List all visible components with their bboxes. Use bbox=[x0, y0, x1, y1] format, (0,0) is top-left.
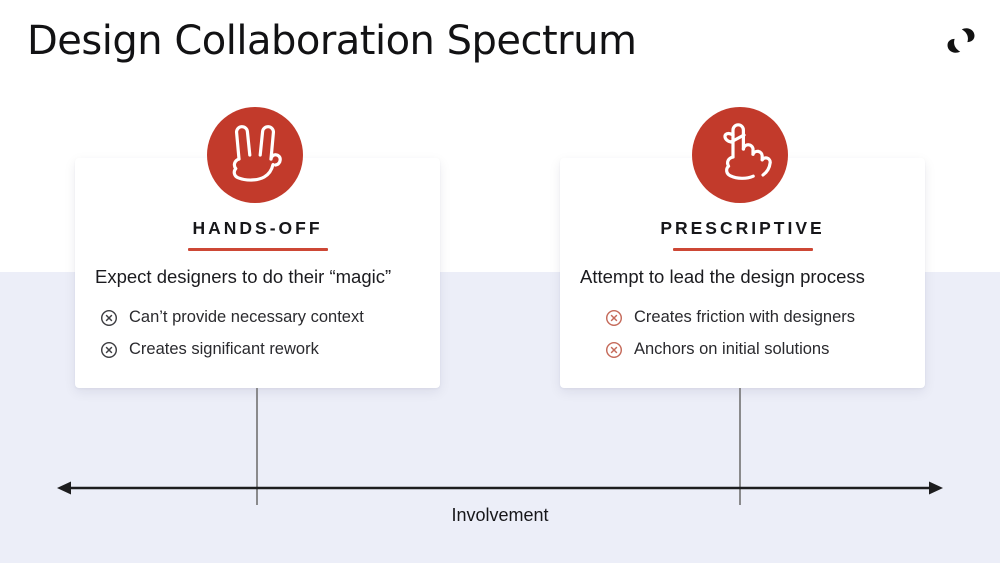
axis-label: Involvement bbox=[451, 505, 549, 525]
heading-underline bbox=[187, 248, 328, 251]
circle-x-icon bbox=[100, 341, 118, 358]
page-title: Design Collaboration Spectrum bbox=[27, 18, 637, 64]
card-prescriptive: PRESCRIPTIVE Attempt to lead the design … bbox=[560, 158, 925, 388]
card-heading: HANDS-OFF bbox=[192, 218, 323, 238]
bullet-list: Can’t provide necessary context Creates … bbox=[75, 308, 440, 359]
bullet-text: Anchors on initial solutions bbox=[634, 340, 830, 358]
spectrum-arrow bbox=[57, 481, 943, 495]
circle-x-icon bbox=[605, 309, 623, 326]
connector-tick-right bbox=[739, 388, 741, 505]
bullet-text: Creates friction with designers bbox=[634, 308, 856, 326]
card-heading: PRESCRIPTIVE bbox=[660, 218, 825, 238]
heading-underline bbox=[672, 248, 813, 251]
bullet-item: Anchors on initial solutions bbox=[605, 340, 925, 359]
bullet-item: Creates significant rework bbox=[100, 340, 440, 359]
reminder-finger-icon bbox=[692, 107, 788, 203]
bullet-text: Creates significant rework bbox=[129, 340, 319, 358]
connector-tick-left bbox=[256, 388, 258, 505]
card-subtitle: Expect designers to do their “magic” bbox=[95, 266, 392, 287]
card-subtitle: Attempt to lead the design process bbox=[580, 266, 865, 287]
bullet-text: Can’t provide necessary context bbox=[129, 308, 364, 326]
circle-x-icon bbox=[605, 341, 623, 358]
bullet-list: Creates friction with designers Anchors … bbox=[560, 308, 925, 359]
victory-hand-icon bbox=[207, 107, 303, 203]
bullet-item: Can’t provide necessary context bbox=[100, 308, 440, 327]
bullet-item: Creates friction with designers bbox=[605, 308, 925, 327]
circle-x-icon bbox=[100, 309, 118, 326]
brand-logo-icon bbox=[947, 28, 975, 53]
